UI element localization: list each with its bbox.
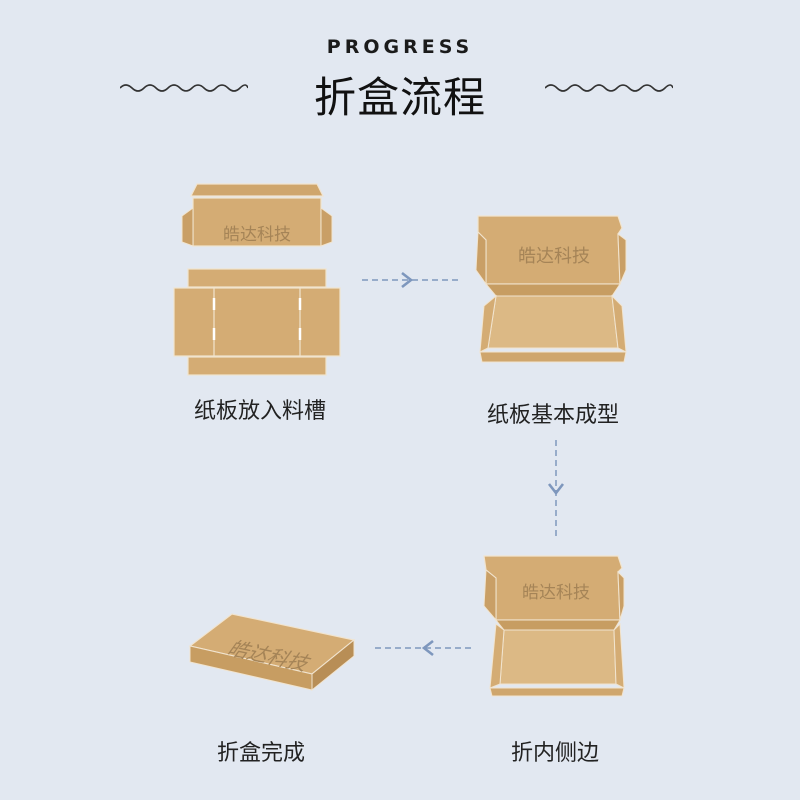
right-wave-decoration [545, 84, 673, 92]
step-3-box-text: 皓达科技 [522, 583, 590, 603]
step-4-caption: 折盒完成 [216, 741, 305, 766]
step-4-closed-box-illustration: 皓达科技 [188, 613, 356, 692]
left-wave-decoration [120, 84, 248, 92]
arrow-left-icon [375, 639, 475, 657]
step-3-caption: 折内侧边 [510, 741, 599, 766]
step-2-open-box-illustration: 皓达科技 [475, 215, 627, 363]
step-2-caption: 纸板基本成型 [486, 403, 619, 428]
step-1-flat-blank-illustration: 皓达科技 [173, 183, 341, 376]
header-kicker: PROGRESS [326, 36, 474, 58]
step-3-inner-sides-illustration: 皓达科技 [483, 555, 625, 697]
arrow-right-icon [362, 271, 460, 289]
step-2-box-text: 皓达科技 [518, 246, 590, 267]
arrow-down-icon [547, 440, 565, 538]
step-1-caption: 纸板放入料槽 [193, 399, 326, 424]
page-title: 折盒流程 [313, 73, 486, 122]
step-1-box-text: 皓达科技 [223, 225, 291, 245]
